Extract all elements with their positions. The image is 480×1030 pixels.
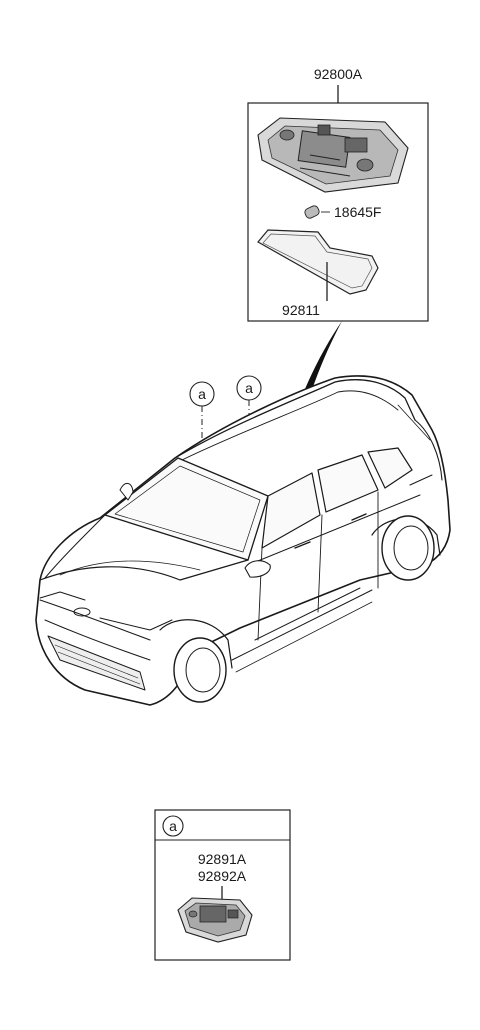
label-92800a: 92800A [314,66,363,82]
detail-marker-label: a [169,818,177,834]
label-92892a: 92892A [198,868,247,884]
room-lamp-drawing [177,897,253,943]
detail-marker-circle [162,815,184,837]
vehicle-drawing [35,375,451,706]
overhead-console-drawing [257,117,409,193]
room-lamp-detail: a 92891A 92892A [154,809,291,961]
callout-a-left-label: a [198,386,206,402]
console-detail-box [247,102,429,322]
room-lamp-detail-box [154,809,291,961]
callout-a-right-label: a [245,380,253,396]
label-18645f: 18645F [334,204,381,220]
label-92891a: 92891A [198,851,247,867]
bulb-drawing [304,205,330,219]
lens-drawing [257,229,379,295]
overhead-console-group: 92800A 18645F 92811 [247,66,429,322]
label-92811: 92811 [282,302,320,318]
